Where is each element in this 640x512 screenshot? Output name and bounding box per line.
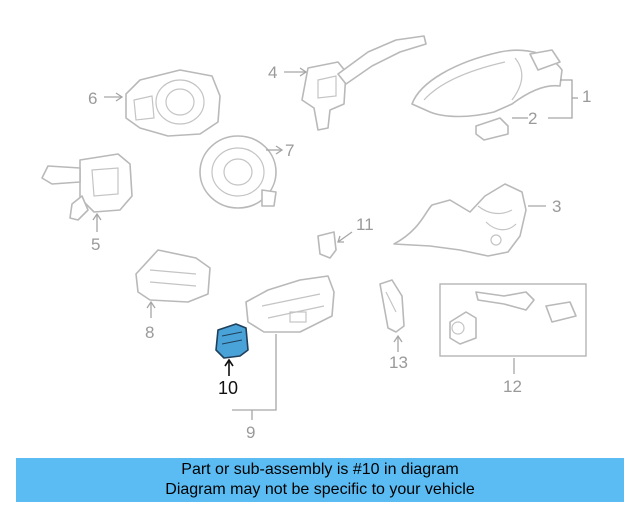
callout-13: 13 xyxy=(389,353,408,372)
banner-line-1: Part or sub-assembly is #10 in diagram xyxy=(181,461,459,478)
part-6-switch-base xyxy=(125,69,221,137)
callout-7: 7 xyxy=(285,141,294,160)
callout-4: 4 xyxy=(268,63,277,82)
part-2-cap xyxy=(475,117,509,141)
callout-8: 8 xyxy=(145,323,154,342)
part-11-clip xyxy=(317,231,337,259)
part-12-lock-set xyxy=(439,283,587,357)
part-9-bracket xyxy=(245,275,335,333)
callout-1: 1 xyxy=(582,87,591,106)
part-3-lower-cover xyxy=(393,183,527,257)
part-13-key-fob xyxy=(379,279,405,333)
callout-6: 6 xyxy=(88,89,97,108)
callout-5: 5 xyxy=(91,235,100,254)
banner-line-2: Diagram may not be specific to your vehi… xyxy=(165,481,475,498)
part-5-turn-signal-switch xyxy=(41,153,133,221)
part-8-module xyxy=(135,249,211,303)
part-7-clock-spring xyxy=(199,135,277,209)
callout-9: 9 xyxy=(246,423,255,442)
callout-10: 10 xyxy=(218,378,238,398)
callout-2: 2 xyxy=(528,109,537,128)
part-4-wiper-switch xyxy=(301,35,427,131)
parts-diagram: 1 2 3 4 5 6 7 8 9 10 11 12 13 xyxy=(41,35,591,442)
part-10-highlighted xyxy=(215,323,249,359)
callout-11: 11 xyxy=(356,215,374,234)
callout-3: 3 xyxy=(552,197,561,216)
part-1-upper-cover xyxy=(411,49,563,118)
info-banner: Part or sub-assembly is #10 in diagram D… xyxy=(16,458,624,502)
callout-12: 12 xyxy=(503,377,522,396)
